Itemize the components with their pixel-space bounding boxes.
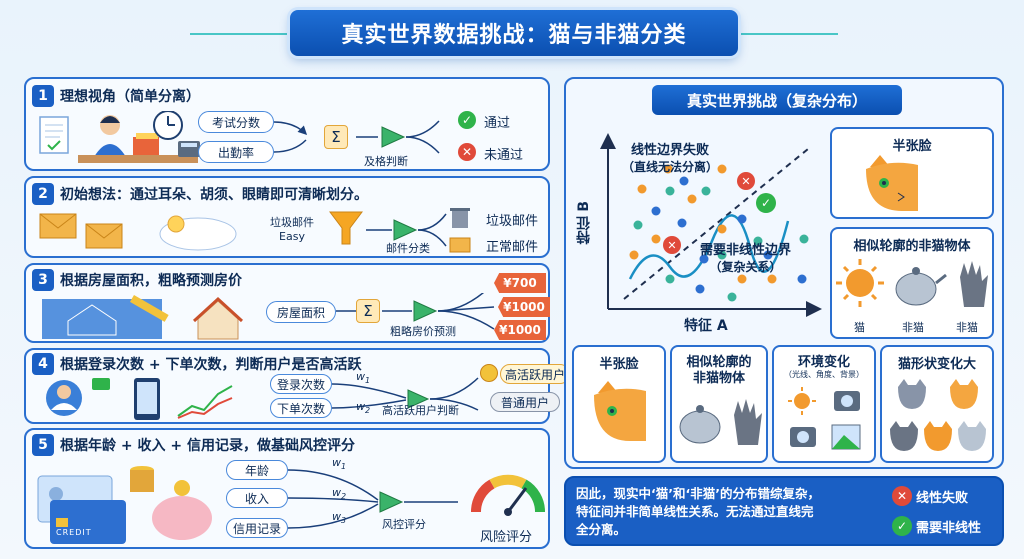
house-blueprint-illustration [42, 295, 244, 340]
half-cat-face-icon [594, 381, 646, 441]
risk-gauge-icon [470, 474, 546, 516]
sun-teapot-glove-icons [836, 259, 988, 307]
annotation-nonlinear: 需要非线性边界 （复杂关系） [700, 243, 792, 274]
cloud-text: 垃圾邮件 Easy [270, 216, 314, 243]
panel-1: 1 理想视角（简单分离） 考试分数 出勤率 Σ 及格判断 ✓ 通过 ✕ 未通过 [24, 77, 550, 171]
panel-number: 1 [32, 85, 54, 107]
panel-title: 根据房屋面积，粗略预测房价 [60, 273, 242, 289]
sun-camera-photo-icons [788, 387, 861, 450]
card-environment: 环境变化 （光线、角度、背景） [772, 345, 876, 463]
label-non-cat-1: 非猫 [902, 321, 924, 334]
weight-w2: w2 [332, 486, 347, 502]
trash-and-mail-icons [449, 208, 471, 253]
panel-title: 初始想法：通过耳朵、胡须、眼睛即可清晰划分。 [60, 187, 368, 203]
output-normal-mail: 正常邮件 [486, 240, 539, 255]
check-icon: ✓ [892, 516, 912, 536]
panel-number: 3 [32, 269, 54, 291]
svg-text:✕: ✕ [667, 239, 676, 252]
flow-arrows-1 [274, 120, 440, 154]
flow-arrows-2 [329, 211, 447, 247]
input-attendance: 出勤率 [198, 141, 274, 163]
card-half-face: 半张脸 [830, 127, 994, 219]
panel-title: 理想视角（简单分离） [60, 89, 200, 105]
panel-3: 3 根据房屋面积，粗略预测房价 房屋面积 Σ 粗略房价预测 ¥700 ¥1000… [24, 263, 550, 343]
right-panel: 真实世界挑战（复杂分布） ✕ ✕ ✓ 特征 B 特征 A 线性边界失败 [564, 77, 1004, 469]
title-decor-right [738, 33, 838, 35]
panel-title: 根据年龄 + 收入 + 信用记录，做基础风控评分 [60, 438, 355, 454]
sum-node: Σ [356, 299, 380, 323]
flow-arrows-5 [288, 469, 458, 529]
input-orders: 下单次数 [270, 398, 332, 418]
x-axis-label: 特征 A [684, 318, 728, 334]
badge-need-nonlinear: 需要非线性 [916, 521, 982, 536]
output-fail: 未通过 [484, 148, 524, 163]
output-high-active: 高活跃用户 [500, 364, 570, 384]
right-header: 真实世界挑战（复杂分布） [652, 85, 902, 115]
output-spam: 垃圾邮件 [486, 214, 539, 229]
price-tag-3: ¥1000 [494, 320, 546, 340]
conclusion-box: 因此，现实中‘猫’和‘非猫’的分布错综复杂， 特征间并非简单线性关系。无法通过直… [564, 476, 1004, 546]
input-exam-score: 考试分数 [198, 111, 274, 133]
y-axis-label: 特征 B [576, 201, 592, 245]
scatter-plot: ✕ ✕ ✓ [600, 133, 822, 317]
student-desk-illustration [39, 111, 200, 163]
input-credit-record: 信用记录 [226, 518, 288, 538]
weight-w1: w1 [332, 456, 347, 472]
emails-bulb-illustration [39, 213, 237, 251]
flow-arrows-3 [336, 293, 495, 330]
card-bottom-half-face: 半张脸 [572, 345, 666, 463]
user-phone-chart-illustration [46, 378, 233, 420]
node-label: 高活跃用户判断 [382, 404, 459, 417]
input-logins: 登录次数 [270, 374, 332, 394]
card-bottom-similar: 相似轮廓的 非猫物体 [670, 345, 768, 463]
teapot-glove-icons [679, 399, 762, 445]
points-teal [633, 186, 809, 302]
node-label: 风控评分 [382, 518, 426, 531]
svg-text:✓: ✓ [761, 196, 771, 210]
weight-w1: w1 [356, 370, 371, 386]
points-blue [651, 176, 807, 294]
medal-icon [480, 364, 498, 382]
panel-5: 5 根据年龄 + 收入 + 信用记录，做基础风控评分 CREDIT 年龄 收入 … [24, 428, 550, 549]
page-title: 真实世界数据挑战：猫与非猫分类 [290, 10, 738, 56]
conclusion-text: 因此，现实中‘猫’和‘非猫’的分布错综复杂， 特征间并非简单线性关系。无法通过直… [576, 486, 820, 537]
panel-title: 根据登录次数 + 下单次数，判断用户是否高活跃 [60, 357, 362, 373]
label-non-cat-2: 非猫 [956, 321, 978, 334]
panel-number: 4 [32, 353, 54, 375]
price-tag-2: ¥1000 [498, 297, 550, 317]
input-house-area: 房屋面积 [266, 301, 336, 323]
flow-arrows-4 [332, 377, 479, 411]
panel-4: 4 根据登录次数 + 下单次数，判断用户是否高活跃 登录次数 下单次数 w1 w… [24, 348, 570, 424]
card-cat-shapes: 猫形状变化大 [880, 345, 994, 463]
panel-number: 2 [32, 183, 54, 205]
svg-text:✕: ✕ [741, 175, 750, 188]
cat-faces-icons [890, 379, 986, 451]
node-label: 邮件分类 [386, 242, 430, 255]
weight-w3: w3 [332, 510, 347, 526]
sum-node: Σ [324, 125, 348, 149]
input-income: 收入 [226, 488, 288, 508]
output-pass: 通过 [484, 116, 511, 131]
price-tag-1: ¥700 [494, 273, 546, 293]
badge-linear-fail: 线性失败 [916, 491, 969, 506]
weight-w2: w2 [356, 400, 371, 416]
label-cat: 猫 [854, 321, 865, 334]
panel-number: 5 [32, 434, 54, 456]
credit-card-text: CREDIT [56, 528, 92, 537]
gauge-label: 风险评分 [480, 530, 533, 545]
cross-icon: ✕ [892, 486, 912, 506]
panel-2: 2 初始想法：通过耳朵、胡须、眼睛即可清晰划分。 垃圾邮件 Easy 邮件分类 … [24, 176, 550, 258]
node-label: 及格判断 [364, 155, 408, 168]
annotation-linear-fail: 线性边界失败 （直线无法分离） [622, 143, 719, 174]
output-normal-user: 普通用户 [490, 392, 560, 412]
cross-icon: ✕ [458, 143, 476, 161]
points-orange [629, 164, 777, 284]
card-similar-objects: 相似轮廓的非猫物体 猫 非猫 非猫 [830, 227, 994, 339]
check-icon: ✓ [458, 111, 476, 129]
cards-coins-piggy-illustration [37, 466, 212, 544]
input-age: 年龄 [226, 460, 288, 480]
node-label: 粗略房价预测 [390, 325, 456, 338]
title-decor-left [190, 33, 290, 35]
half-cat-face-icon [866, 155, 918, 211]
